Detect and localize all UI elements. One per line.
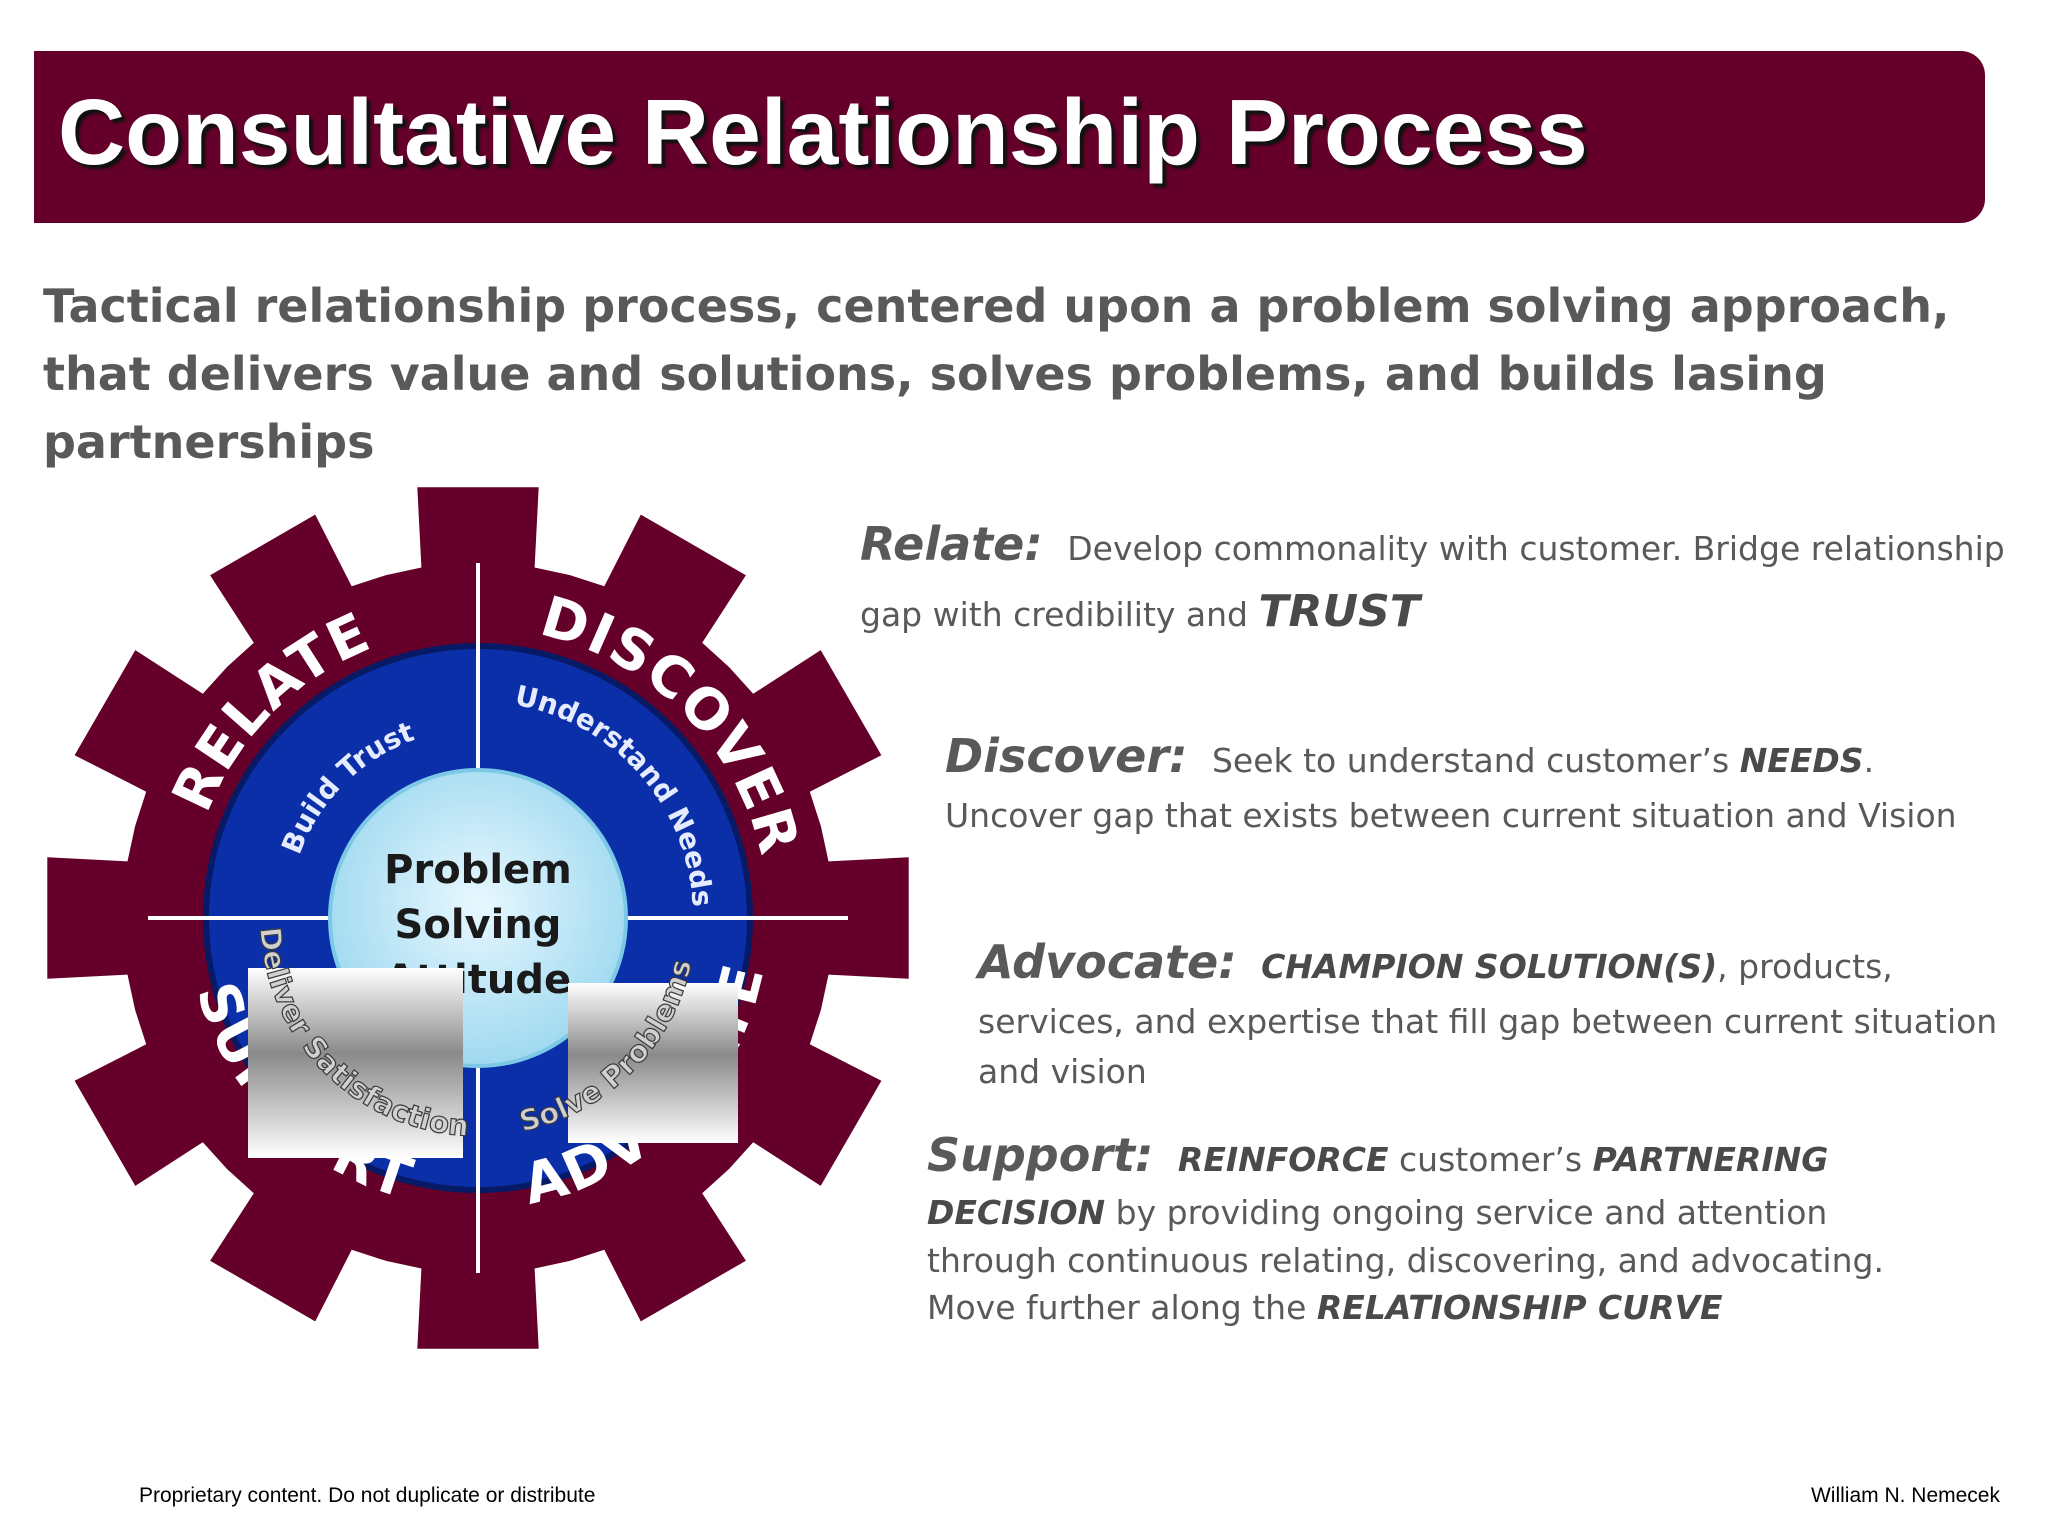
center-text-line1: Problem xyxy=(384,847,572,893)
subtitle: Tactical relationship process, centered … xyxy=(43,279,1950,469)
page-title: Consultative Relationship Process xyxy=(58,80,1588,184)
step-support-text-b: by providing ongoing service and attenti… xyxy=(927,1192,1884,1328)
deliver-satisfaction-box xyxy=(248,968,463,1158)
step-support-text-a: customer’s xyxy=(1399,1140,1583,1179)
step-discover-emph: NEEDS xyxy=(1739,741,1864,780)
title-bar: Consultative Relationship Process xyxy=(34,51,1985,223)
step-discover-text-a: Seek to understand customer’s xyxy=(1211,741,1730,780)
step-relate-text: Develop commonality with customer. Bridg… xyxy=(860,529,2005,634)
step-relate: Relate: Develop commonality with custome… xyxy=(860,510,2010,645)
step-support-emph-c: RELATIONSHIP CURVE xyxy=(1316,1288,1723,1328)
step-support-term: Support: xyxy=(927,1128,1154,1182)
step-support: Support: REINFORCE customer’s PARTNERING… xyxy=(927,1122,1927,1332)
step-relate-emph: TRUST xyxy=(1258,586,1420,637)
step-discover-text-b: . Uncover gap that exists between curren… xyxy=(945,741,1957,835)
step-support-emph-b: PARTNERING DECISION xyxy=(927,1140,1829,1232)
step-advocate-text: , products, services, and expertise that… xyxy=(978,947,1998,1091)
footer-right: William N. Nemecek xyxy=(1810,1484,2000,1507)
step-discover-term: Discover: xyxy=(945,729,1188,783)
step-advocate: Advocate: CHAMPION SOLUTION(S), products… xyxy=(978,928,2028,1096)
center-text-line2: Solving xyxy=(395,902,562,948)
step-advocate-term: Advocate: xyxy=(978,935,1237,989)
solve-problems-box xyxy=(568,983,738,1143)
footer-left: Proprietary content. Do not duplicate or… xyxy=(139,1484,596,1507)
process-gear-diagram: Problem Solving Attitude RELATE DISCOVER… xyxy=(47,487,909,1349)
step-support-emph-a: REINFORCE xyxy=(1177,1140,1389,1179)
step-relate-term: Relate: xyxy=(860,517,1043,571)
step-discover: Discover: Seek to understand customer’s … xyxy=(945,722,2005,841)
step-advocate-emph: CHAMPION SOLUTION(S) xyxy=(1261,947,1718,986)
